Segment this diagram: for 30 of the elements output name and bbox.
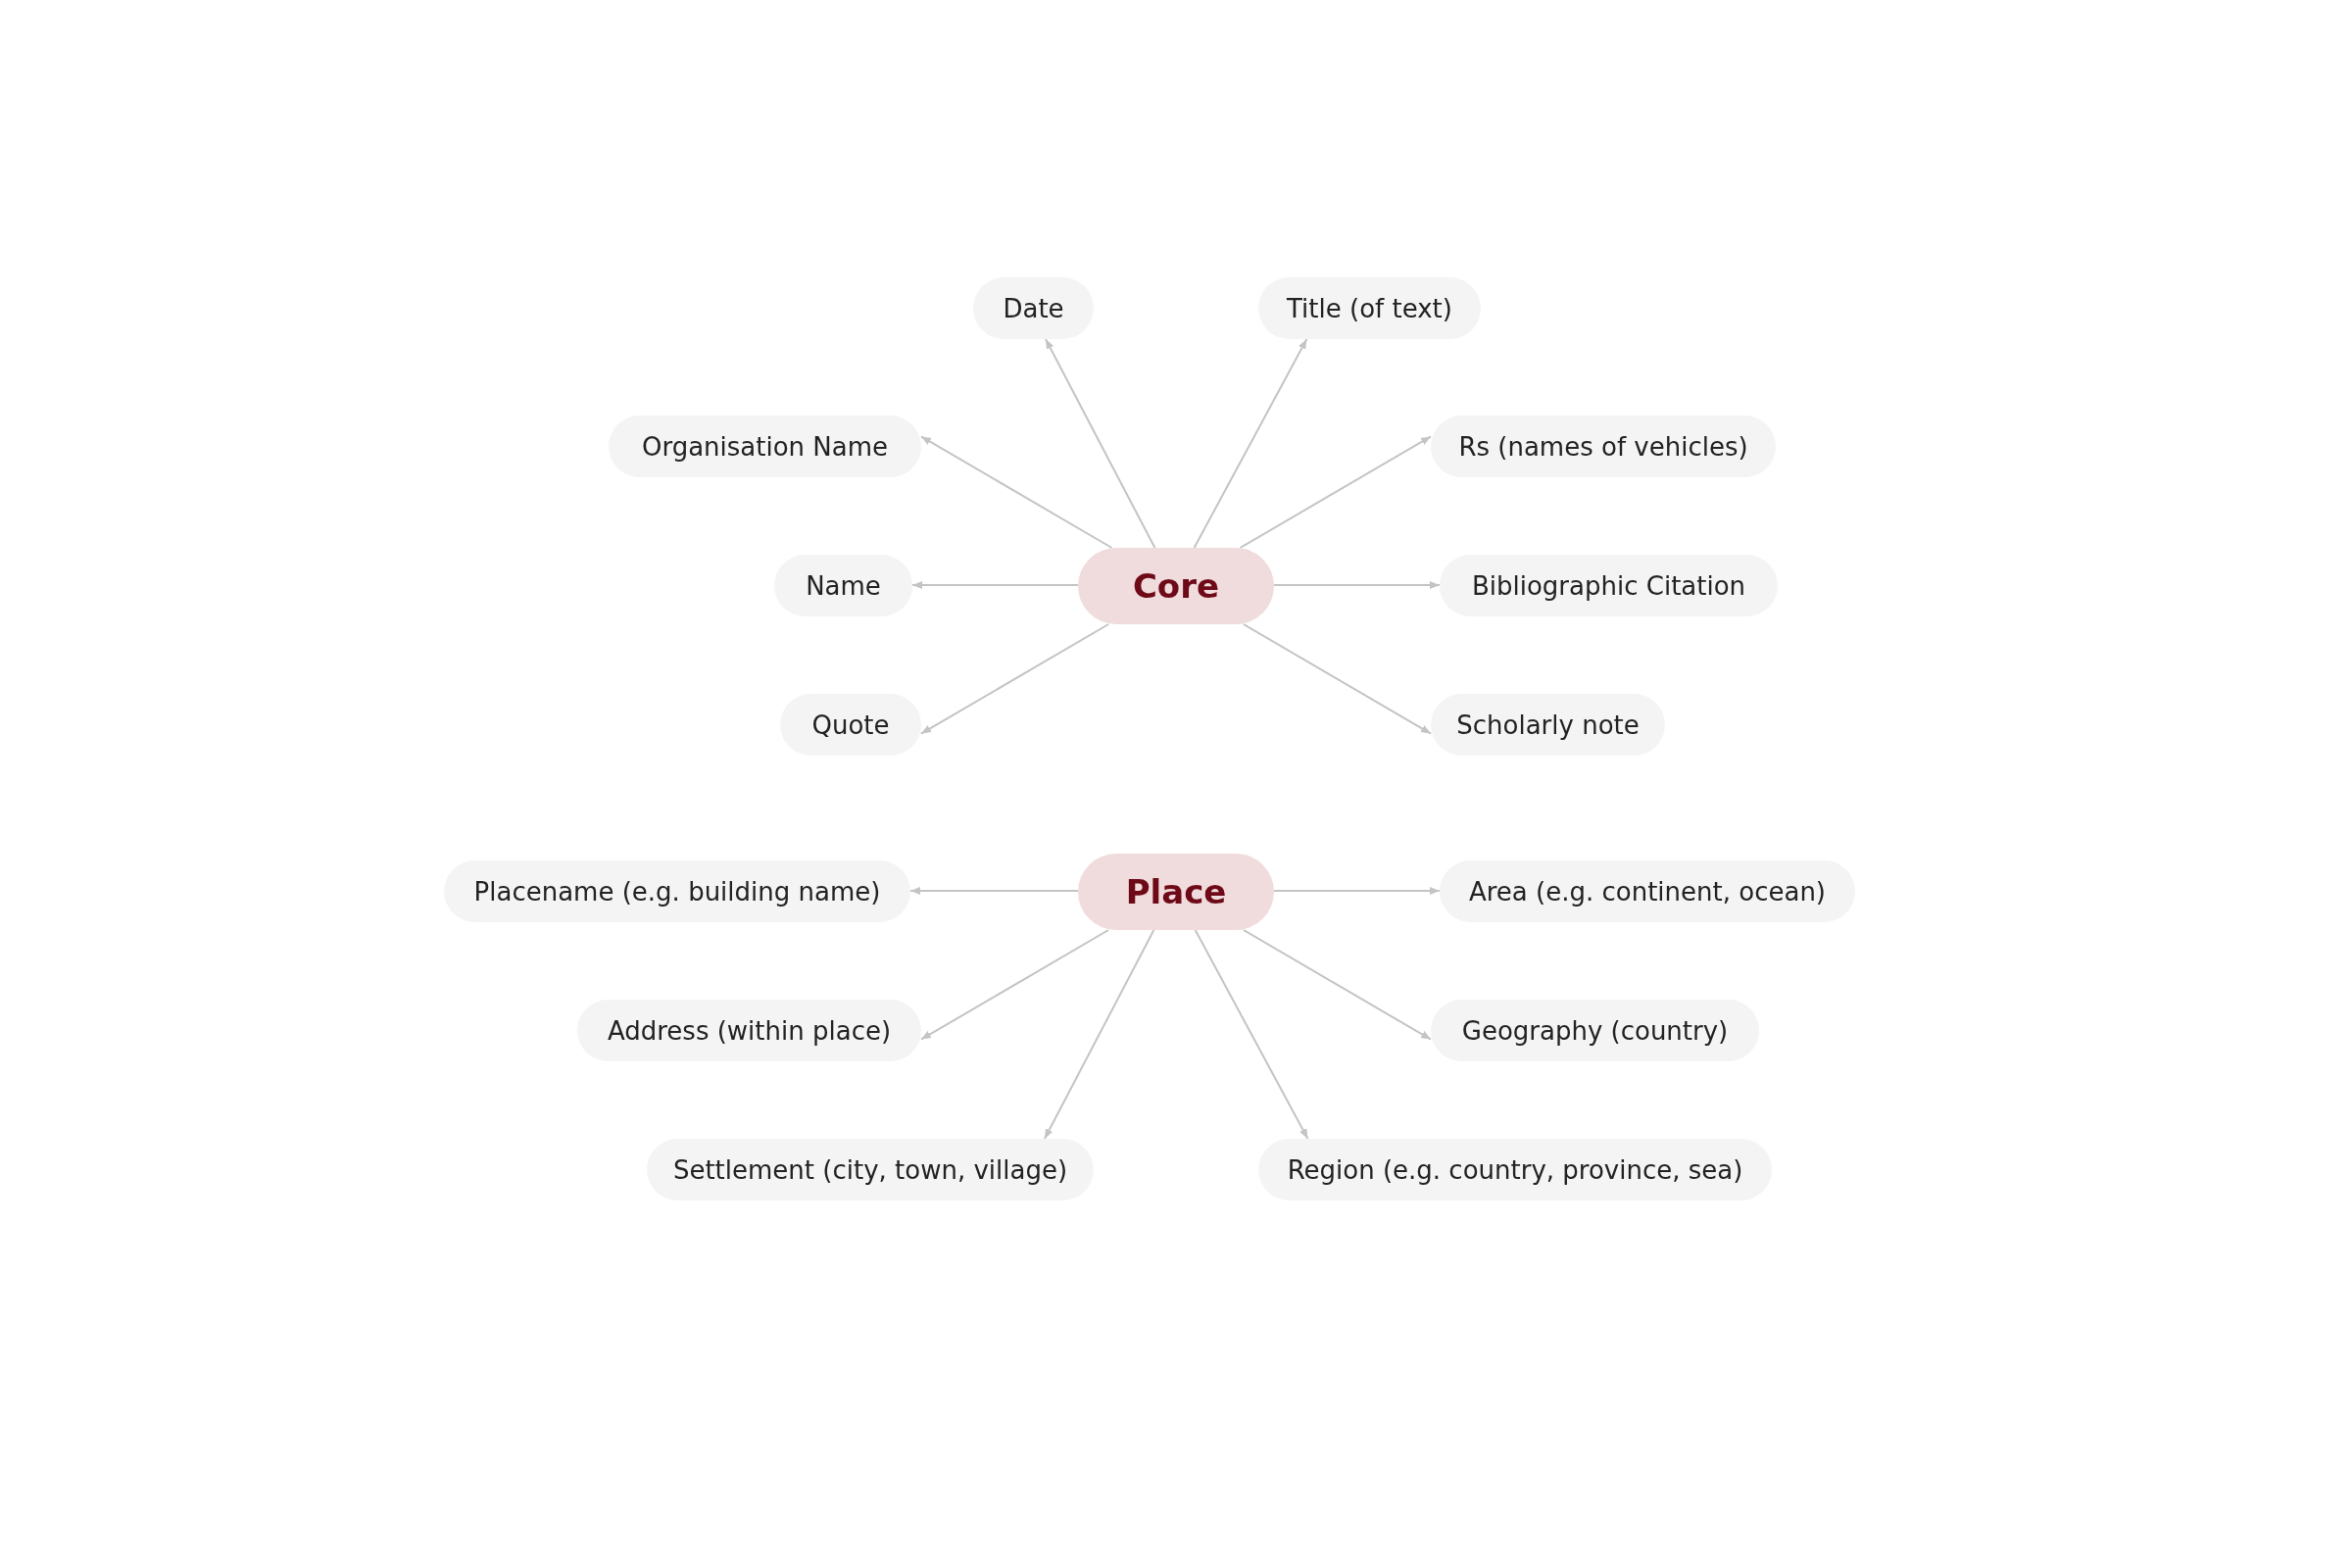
- field-pill: Quote: [780, 694, 921, 756]
- arrow: [1044, 338, 1156, 549]
- field-pill: Date: [973, 277, 1094, 339]
- field-pill: Placename (e.g. building name): [444, 860, 910, 922]
- arrow: [1242, 929, 1432, 1041]
- field-pill: Geography (country): [1431, 1000, 1759, 1061]
- field-pill: Scholarly note: [1431, 694, 1665, 756]
- arrow: [1043, 929, 1155, 1140]
- field-pill: Bibliographic Citation: [1440, 555, 1778, 616]
- category-pill: Core: [1078, 548, 1274, 624]
- field-pill: Name: [774, 555, 912, 616]
- field-pill: Region (e.g. country, province, sea): [1258, 1139, 1772, 1200]
- field-pill: Address (within place): [577, 1000, 921, 1061]
- field-pill: Area (e.g. continent, ocean): [1440, 860, 1855, 922]
- arrow: [1239, 435, 1432, 549]
- arrow: [909, 887, 1079, 895]
- arrow: [920, 929, 1110, 1041]
- category-pill: Place: [1078, 854, 1274, 930]
- arrow: [1242, 623, 1432, 735]
- field-pill: Title (of text): [1258, 277, 1481, 339]
- arrow: [911, 581, 1079, 589]
- arrow: [1194, 929, 1309, 1140]
- arrow: [920, 623, 1110, 735]
- field-pill: Rs (names of vehicles): [1431, 416, 1776, 477]
- arrow: [1273, 581, 1441, 589]
- arrow: [920, 435, 1113, 549]
- arrow: [1273, 887, 1441, 895]
- field-pill: Organisation Name: [609, 416, 921, 477]
- field-pill: Settlement (city, town, village): [647, 1139, 1094, 1200]
- arrow: [1193, 338, 1308, 549]
